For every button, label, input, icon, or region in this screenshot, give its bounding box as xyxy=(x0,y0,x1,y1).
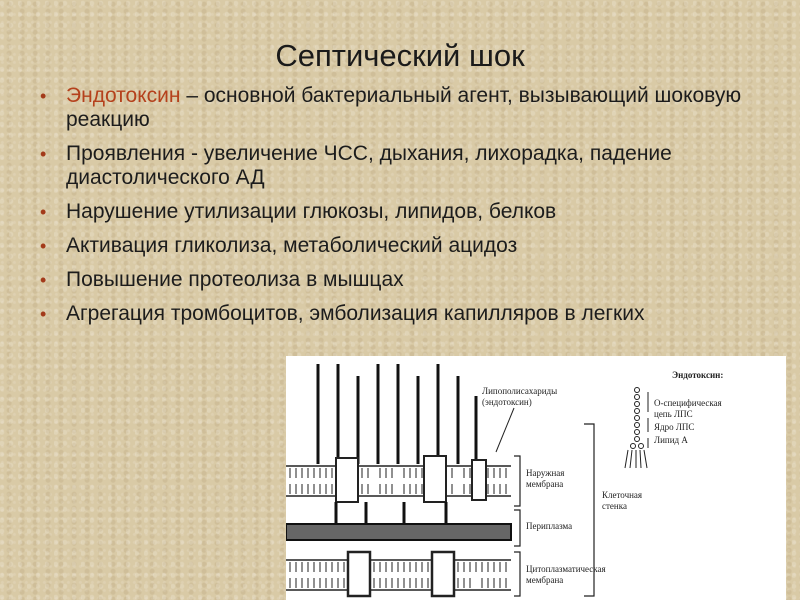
cell-wall-label: Клеточная xyxy=(602,490,642,500)
outer-membrane-label-sub: мембрана xyxy=(526,479,563,489)
legend-o-chain-sub: цепь ЛПС xyxy=(654,409,693,419)
bullet-icon: • xyxy=(40,270,47,290)
brackets xyxy=(514,423,595,597)
lps-label-sub: (эндотоксин) xyxy=(482,397,532,407)
cytoplasm-label-sub: мембрана xyxy=(526,575,563,585)
cell-wall-label-sub: стенка xyxy=(602,501,627,511)
legend-core: Ядро ЛПС xyxy=(654,422,694,432)
bullet-item: • Активация гликолиза, метаболический аци… xyxy=(36,234,756,258)
bullet-text: Агрегация тромбоцитов, эмболизация капил… xyxy=(66,302,645,325)
bullet-item: • Нарушение утилизации глюкозы, липидов, … xyxy=(36,200,756,224)
lps-pointer xyxy=(495,407,515,453)
cytoplasm-label: Цитоплазматическая xyxy=(526,564,606,574)
bullet-icon: • xyxy=(40,202,47,222)
bullet-icon: • xyxy=(40,144,47,164)
bullet-text: Активация гликолиза, метаболический ацид… xyxy=(66,234,518,257)
lps-chains xyxy=(316,364,478,464)
bullet-list: • Эндотоксин – основной бактериальный аге… xyxy=(36,84,756,336)
outer-membrane-label: Наружная xyxy=(526,468,564,478)
cytoplasmic-membrane xyxy=(286,550,511,598)
cell-wall-svg: Липополисахариды (эндотоксин) Наружная м… xyxy=(286,364,723,598)
bullet-icon: • xyxy=(40,304,47,324)
legend-title: Эндотоксин: xyxy=(672,370,723,380)
outer-membrane xyxy=(286,455,511,503)
bullet-text: Повышение протеолиза в мышцах xyxy=(66,268,404,291)
bullet-highlight: Эндотоксин xyxy=(66,84,181,107)
bullet-item: • Проявления - увеличение ЧСС, дыхания, л… xyxy=(36,142,756,190)
lps-molecule-icon xyxy=(624,387,648,469)
page-title: Септический шок xyxy=(275,38,525,73)
bullet-text: Проявления - увеличение ЧСС, дыхания, ли… xyxy=(66,142,672,189)
bullet-icon: • xyxy=(40,86,47,106)
legend-lipid: Липид А xyxy=(654,435,688,445)
lps-label: Липополисахариды xyxy=(482,386,557,396)
endotoxin-legend: Эндотоксин: О-специфическая цепь ЛПС Ядр… xyxy=(624,370,723,469)
bullet-icon: • xyxy=(40,236,47,256)
periplasm-label: Периплазма xyxy=(526,521,572,531)
bullet-text: Нарушение утилизации глюкозы, липидов, б… xyxy=(66,200,557,223)
bullet-text: – основной бактериальный агент, вызывающ… xyxy=(66,84,742,131)
periplasm-layer xyxy=(286,502,512,541)
bullet-item: • Эндотоксин – основной бактериальный аге… xyxy=(36,84,756,132)
cell-wall-diagram: Липополисахариды (эндотоксин) Наружная м… xyxy=(286,356,786,600)
bullet-item: • Агрегация тромбоцитов, эмболизация капи… xyxy=(36,302,756,326)
bullet-item: • Повышение протеолиза в мышцах xyxy=(36,268,756,292)
legend-o-chain: О-специфическая xyxy=(654,398,722,408)
